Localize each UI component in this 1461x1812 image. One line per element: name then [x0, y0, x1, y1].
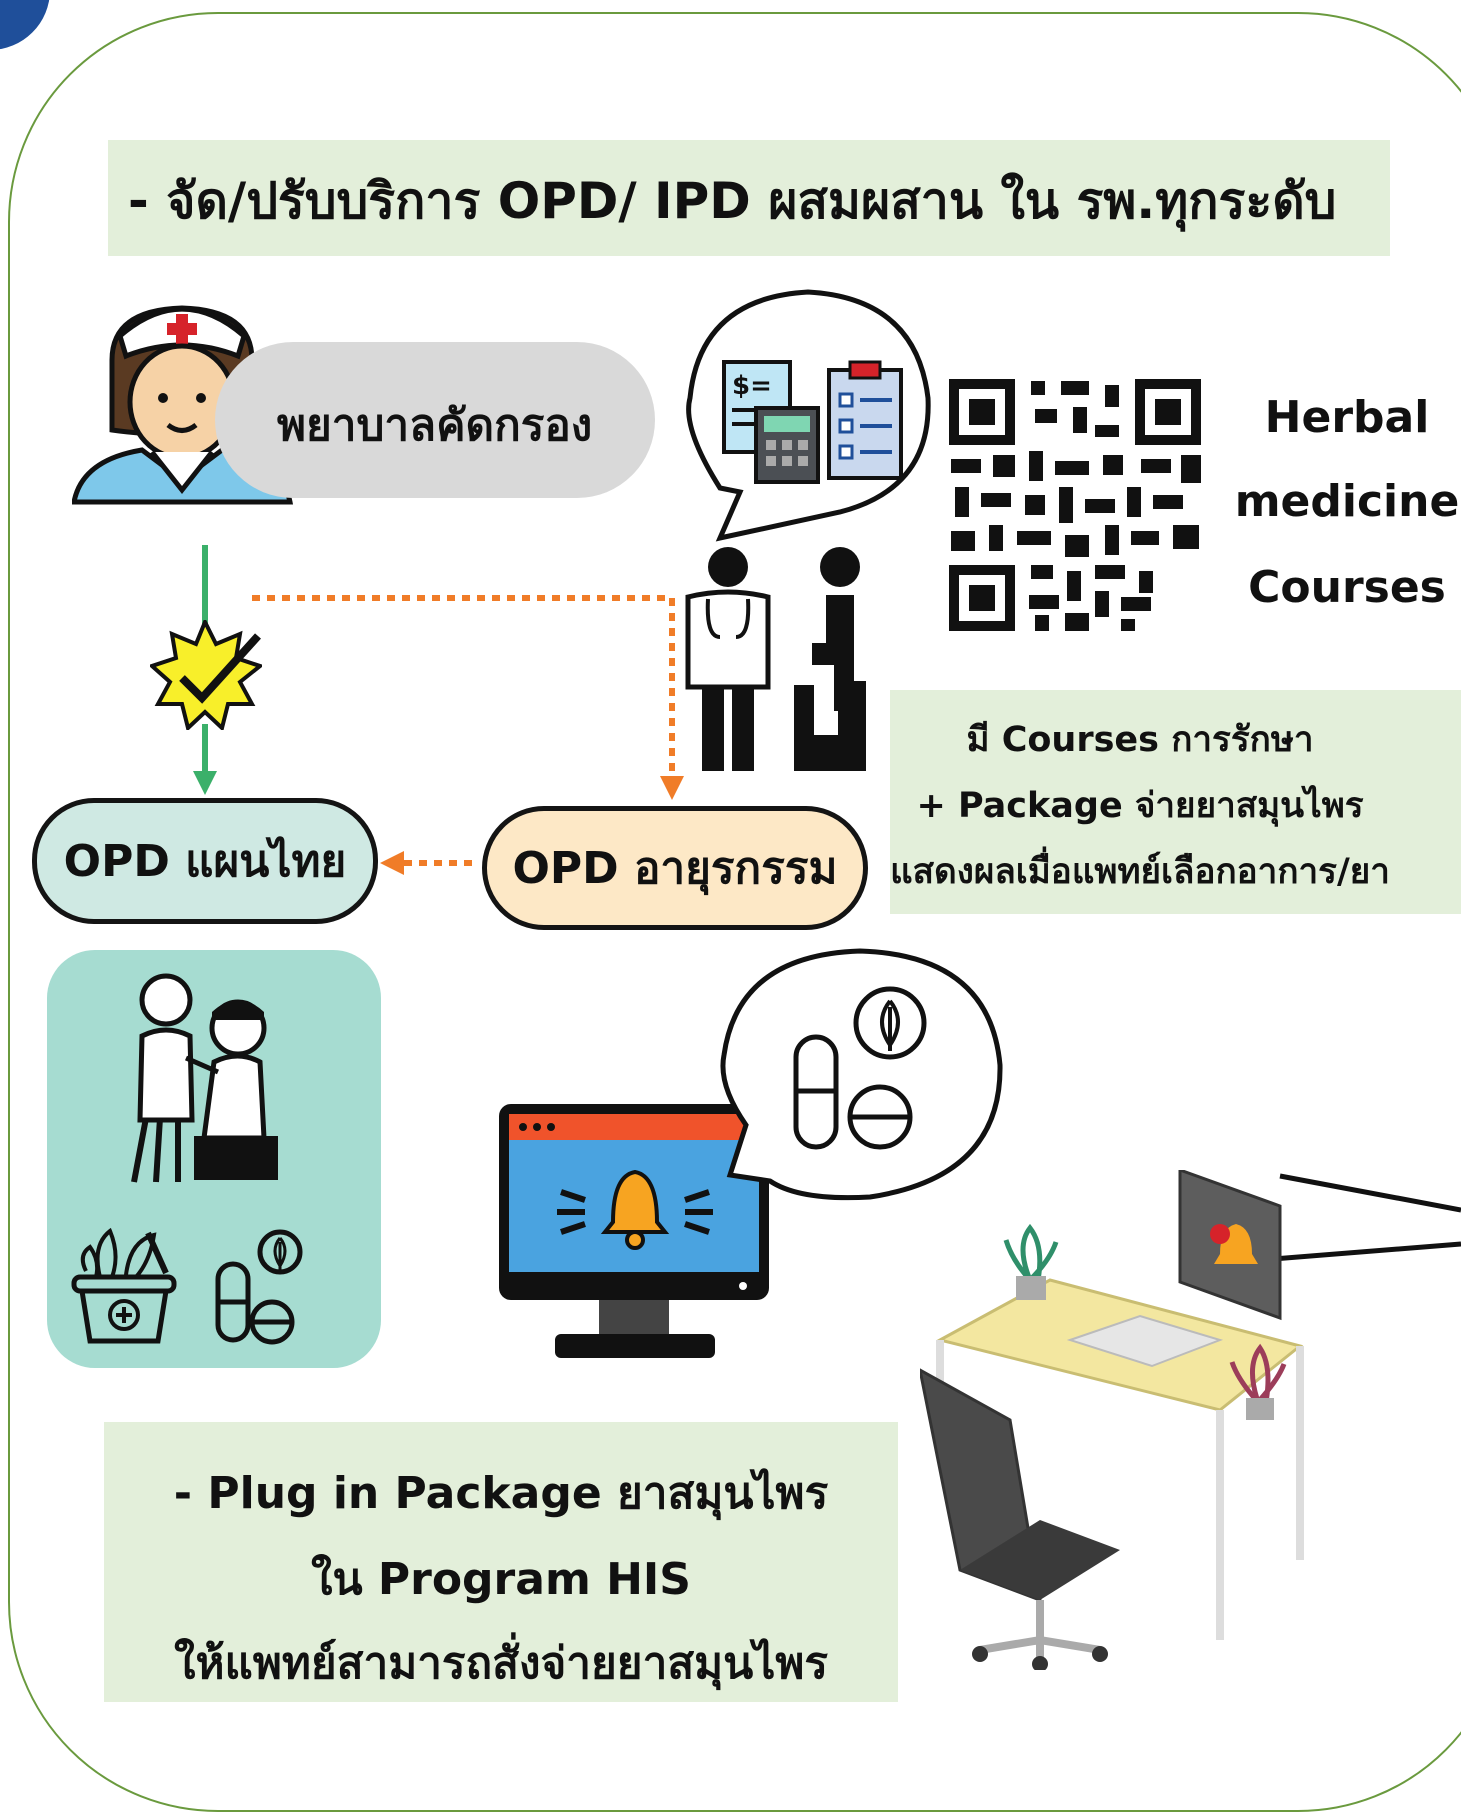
screening-pill: พยาบาลคัดกรอง: [215, 342, 655, 498]
courses-note: มี Courses การรักษา + Package จ่ายยาสมุน…: [890, 690, 1461, 914]
doctor-patient-icon: [131, 973, 278, 1183]
nurse-icon: [72, 305, 294, 505]
qr-label-line3: Courses: [1248, 562, 1446, 613]
qr-code-icon: [945, 375, 1205, 635]
plugin-note-line3: ให้แพทย์สามารถสั่งจ่ายยาสมุนไพร: [174, 1638, 828, 1689]
billing-calculator-icon: $=: [722, 360, 820, 484]
plugin-note-line1: - Plug in Package ยาสมุนไพร: [173, 1468, 829, 1519]
office-desk-icon: [920, 1170, 1461, 1670]
monitor-bell-icon: [499, 1104, 769, 1358]
opd-thai-node: OPD แผนไทย: [32, 798, 378, 924]
clipboard-checklist-icon: [827, 360, 903, 480]
plugin-note-line2: ใน Program HIS: [311, 1554, 691, 1605]
courses-note-line2: + Package จ่ายยาสมุนไพร: [916, 786, 1364, 826]
opd-thai-label: OPD แผนไทย: [63, 836, 347, 887]
qr-label-line1: Herbal: [1264, 392, 1430, 443]
capsule-pill-icon: [793, 986, 927, 1150]
courses-note-line1: มี Courses การรักษา: [966, 720, 1314, 760]
qr-label-line2: medicine: [1234, 476, 1460, 527]
doctor-icon: [685, 547, 771, 771]
opd-ayur-label: OPD อายุรกรรม: [512, 843, 838, 894]
checkmark-badge-icon: [150, 620, 262, 730]
title-banner: - จัด/ปรับบริการ OPD/ IPD ผสมผสาน ใน รพ.…: [108, 140, 1390, 256]
herbal-mortar-icon: [71, 1227, 177, 1344]
opd-ayur-node: OPD อายุรกรรม: [482, 806, 868, 930]
speech-bubble-medicine: [720, 948, 1003, 1201]
svg-text:$=: $=: [732, 371, 772, 401]
title-text: - จัด/ปรับบริการ OPD/ IPD ผสมผสาน ใน รพ.…: [128, 172, 1337, 230]
plugin-note: - Plug in Package ยาสมุนไพร ใน Program H…: [104, 1422, 898, 1702]
courses-note-line3: แสดงผลเมื่อแพทย์เลือกอาการ/ยา: [890, 852, 1390, 892]
flow-connectors: [193, 545, 684, 875]
seated-patient-icon: [794, 547, 866, 771]
screening-label: พยาบาลคัดกรอง: [277, 400, 593, 451]
capsule-pill-icon: [215, 1229, 303, 1345]
